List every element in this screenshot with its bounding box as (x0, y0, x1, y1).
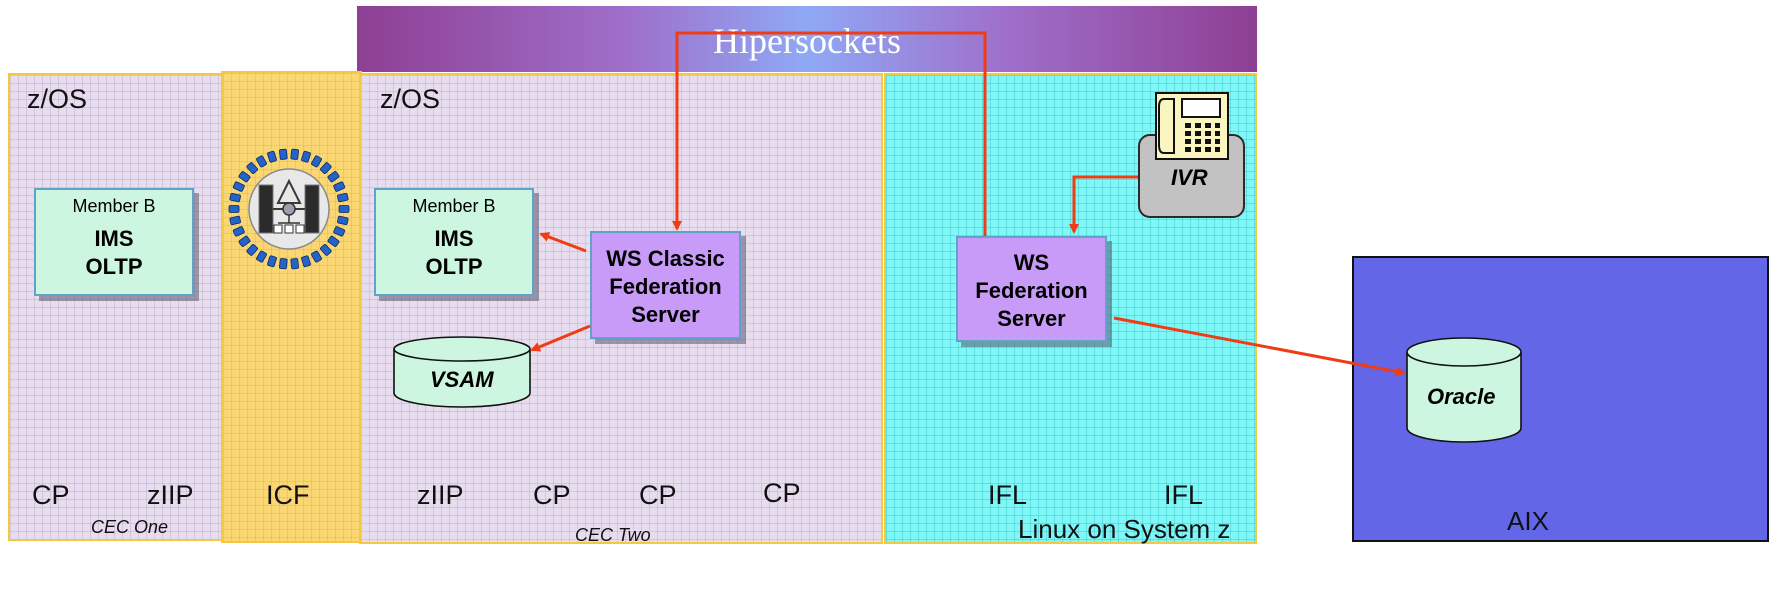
disk-unit (320, 244, 332, 256)
disk-unit (333, 226, 346, 237)
cec-two-caption: CEC Two (575, 525, 651, 545)
disk-unit (338, 205, 350, 213)
linux-cpu-label: IFL (1164, 480, 1204, 510)
ws-classic-federation-server-box: WS Classic Federation Server (590, 231, 741, 339)
disk-unit (267, 255, 277, 268)
hipersockets-banner: Hipersockets (357, 6, 1257, 72)
oltp-label: OLTP (425, 254, 483, 279)
disk-unit (246, 162, 258, 174)
server-line: Federation (975, 278, 1088, 303)
disk-unit (279, 258, 288, 270)
disk-unit (232, 226, 245, 237)
disk-unit (320, 162, 332, 174)
cec-one-cpu-label: zIIP (147, 480, 194, 510)
disk-unit (333, 181, 346, 192)
disk-unit (301, 150, 311, 163)
ims-label: IMS (94, 226, 134, 251)
disk-unit (256, 155, 267, 168)
cec-two-cpu-label: CP (533, 480, 571, 510)
disk-unit (238, 171, 251, 183)
disk-unit (301, 255, 311, 268)
disk-unit (228, 205, 240, 213)
vsam-label: VSAM (430, 367, 494, 392)
aix-label: AIX (1507, 506, 1549, 536)
cec-two-os-label: z/OS (380, 84, 441, 114)
disk-unit (238, 235, 251, 247)
server-line: Federation (609, 274, 722, 299)
disk-unit (311, 250, 322, 263)
disk-unit (327, 171, 340, 183)
server-line: WS (1013, 250, 1050, 275)
server-line: WS Classic (606, 246, 725, 271)
disk-unit (290, 258, 299, 270)
vsam-cylinder (393, 336, 531, 408)
cec-one-panel (8, 73, 223, 541)
disk-unit (290, 148, 299, 160)
cec-one-os-label: z/OS (27, 84, 88, 114)
disk-unit (267, 150, 277, 163)
cec-two-ims-oltp-box: Member B IMS OLTP (374, 188, 534, 296)
disk-unit (246, 244, 258, 256)
disk-unit (337, 215, 349, 225)
server-line: Server (631, 302, 700, 327)
icf-panel (221, 71, 362, 543)
cec-two-cpu-label: CP (639, 480, 677, 510)
linux-caption: Linux on System z (1018, 514, 1231, 544)
cec-two-cpu-label: CP (763, 478, 801, 508)
disk-unit (256, 250, 267, 263)
disk-unit (229, 215, 241, 225)
ws-federation-server-box: WS Federation Server (956, 236, 1107, 342)
disk-unit (337, 193, 349, 203)
ivr-label: IVR (1171, 165, 1208, 190)
disk-unit (279, 148, 288, 160)
cec-one-caption: CEC One (91, 517, 169, 537)
cec-one-cpu-label: CP (32, 480, 70, 510)
telephone-icon (1155, 92, 1229, 160)
oltp-label: OLTP (85, 254, 143, 279)
server-line: Server (997, 306, 1066, 331)
ims-label: IMS (434, 226, 474, 251)
oracle-label: Oracle (1427, 384, 1496, 409)
cec-one-ims-oltp-box: Member B IMS OLTP (34, 188, 194, 296)
disk-unit (327, 235, 340, 247)
disk-unit (232, 181, 245, 192)
disk-unit (229, 193, 241, 203)
icf-label: ICF (266, 480, 310, 510)
cec-two-cpu-label: zIIP (417, 480, 464, 510)
hipersockets-label: Hipersockets (713, 21, 901, 61)
oracle-cylinder (1406, 337, 1522, 443)
linux-cpu-label: IFL (988, 480, 1028, 510)
coupling-facility-icon (228, 148, 350, 270)
disk-unit (311, 155, 322, 168)
member-label: Member B (412, 196, 496, 216)
member-label: Member B (72, 196, 156, 216)
